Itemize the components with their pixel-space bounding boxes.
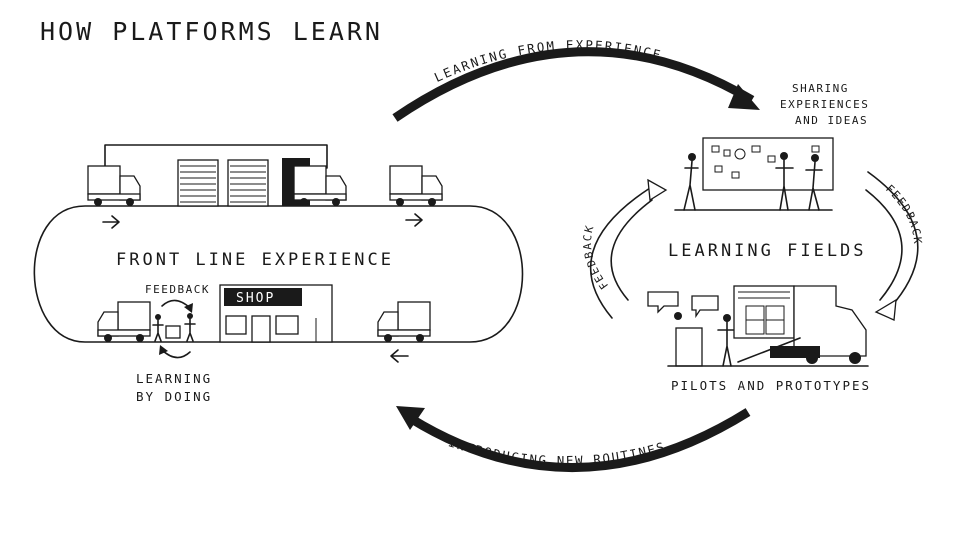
sharing-line2: EXPERIENCES (780, 98, 869, 111)
arrowhead-icon (647, 178, 668, 202)
arrowhead-icon (396, 406, 425, 430)
truck-icon (87, 165, 141, 206)
truck-icon (97, 301, 151, 342)
arrow-introducing-new-routines (407, 408, 751, 472)
sharing-line3: AND IDEAS (795, 114, 868, 127)
feedback-left-arc (589, 187, 651, 319)
arrowhead-icon (874, 298, 897, 321)
arrow-learning-from-experience (392, 47, 755, 122)
front-line-label: FRONT LINE EXPERIENCE (116, 250, 394, 270)
learning-fields-label: LEARNING FIELDS (668, 241, 867, 261)
cycle-arrows-icon (159, 299, 193, 359)
pilots-label: PILOTS AND PROTOTYPES (671, 378, 871, 393)
whiteboard-meeting (674, 137, 834, 211)
arrow-left-icon (390, 349, 409, 363)
feedback-right-arc-inner (865, 189, 903, 301)
truck-icon (377, 301, 431, 342)
pilots-scene (647, 285, 869, 367)
feedback-left-label: FEEDBACK (581, 223, 611, 292)
arrow-right-icon (405, 213, 423, 227)
feedback-right-arc (867, 171, 919, 309)
page-title: HOW PLATFORMS LEARN (40, 17, 383, 46)
truck-icon (293, 165, 347, 206)
front-line-loop (33, 205, 524, 343)
learning-by-doing-line2: BY DOING (136, 389, 212, 404)
people-icon (152, 313, 196, 342)
shop-sign: SHOP (236, 291, 275, 306)
feedback-left-arc-inner (610, 199, 653, 301)
arrow-right-icon (102, 215, 120, 229)
learning-by-doing-line1: LEARNING (136, 371, 212, 386)
shop-building: SHOP (219, 284, 333, 343)
sharing-line1: SHARING (792, 82, 849, 95)
truck-icon (389, 165, 443, 206)
feedback-label: FEEDBACK (145, 283, 210, 296)
arrowhead-icon (728, 84, 760, 110)
